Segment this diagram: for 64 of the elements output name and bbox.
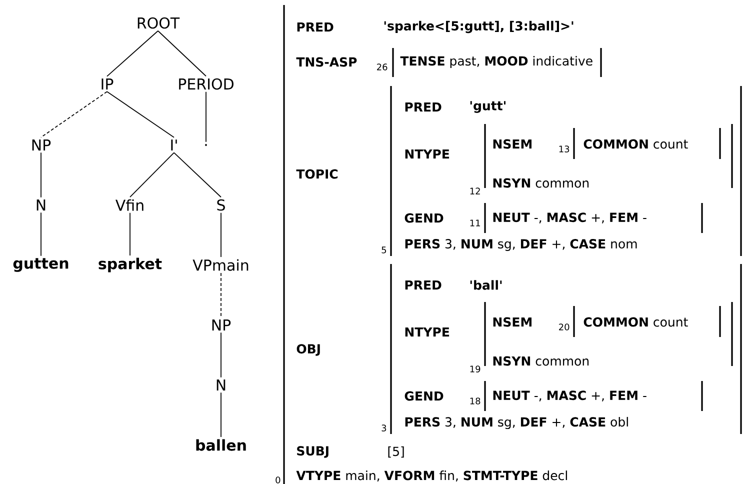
index-number: 20 — [559, 324, 570, 330]
feature-name: PRED — [405, 102, 442, 112]
feature-value: TENSE past, MOOD indicative — [400, 56, 592, 68]
tree-branch — [40, 152, 42, 198]
feature-value: COMMON count — [584, 139, 688, 149]
tree-branch — [40, 91, 108, 138]
tree-branch — [174, 152, 222, 198]
tree-branch — [220, 212, 222, 258]
feature-value: NEUT -, MASC +, FEM - — [493, 212, 646, 224]
tree-branch — [220, 332, 222, 378]
feature-value: NEUT -, MASC +, FEM - — [493, 390, 646, 402]
index-number: 11 — [470, 220, 480, 226]
category-label: . — [205, 144, 207, 146]
feature-value: PERS 3, NUM sg, DEF +, CASE nom — [405, 239, 637, 251]
feature-name: 'ball' — [470, 280, 502, 290]
category-label: N — [36, 200, 46, 210]
category-label: NP — [32, 140, 51, 150]
category-label: Vfin — [116, 199, 144, 211]
word-label: sparket — [98, 258, 162, 272]
category-label: PERIOD — [179, 78, 234, 90]
category-label: IP — [102, 78, 114, 90]
feature-name: TOPIC — [296, 169, 338, 179]
category-label: I' — [171, 140, 177, 150]
index-number: 3 — [382, 424, 386, 432]
index-number: 26 — [377, 64, 388, 70]
feature-value: NSYN common — [493, 356, 589, 366]
feature-name: NSEM — [493, 139, 532, 149]
category-label: S — [217, 199, 225, 211]
tree-branch — [158, 30, 206, 77]
feature-name: PRED — [405, 280, 442, 290]
tree-branch — [130, 152, 174, 198]
index-number: 19 — [470, 366, 480, 372]
tree-branch — [40, 212, 42, 256]
index-number: 12 — [470, 188, 480, 194]
tree-branch — [106, 30, 158, 77]
feature-value: [5] — [388, 446, 404, 458]
feature-name: 'gutt' — [470, 101, 506, 113]
category-label: N — [216, 380, 226, 390]
feature-name: TNS-ASP — [296, 57, 357, 67]
tree-branch — [220, 392, 222, 438]
feature-value: COMMON count — [584, 317, 688, 327]
feature-name: NTYPE — [405, 327, 450, 337]
category-label: VPmain — [192, 259, 248, 271]
feature-name: SUBJ — [297, 446, 328, 458]
feature-name: GEND — [404, 391, 444, 401]
index-number: 0 — [276, 476, 280, 484]
feature-value: PERS 3, NUM sg, DEF +, CASE obl — [405, 416, 628, 430]
tree-branch — [220, 272, 222, 318]
word-label: ballen — [196, 439, 246, 451]
index-number: 18 — [470, 398, 480, 404]
feature-value: VTYPE main, VFORM fin, STMT-TYPE decl — [296, 470, 567, 482]
feature-name: 'sparke<[5:gutt], [3:ball]>' — [384, 20, 574, 34]
index-number: 5 — [382, 246, 386, 254]
feature-name: NSEM — [493, 317, 532, 327]
feature-name: NTYPE — [405, 149, 450, 159]
feature-name: PRED — [297, 22, 334, 32]
feature-name: OBJ — [296, 344, 320, 356]
feature-name: GEND — [404, 213, 444, 223]
feature-value: NSYN common — [493, 178, 589, 188]
word-label: gutten — [13, 258, 68, 272]
tree-branch — [106, 91, 174, 138]
category-label: ROOT — [138, 17, 180, 29]
index-number: 13 — [559, 146, 570, 152]
category-label: NP — [212, 320, 231, 330]
